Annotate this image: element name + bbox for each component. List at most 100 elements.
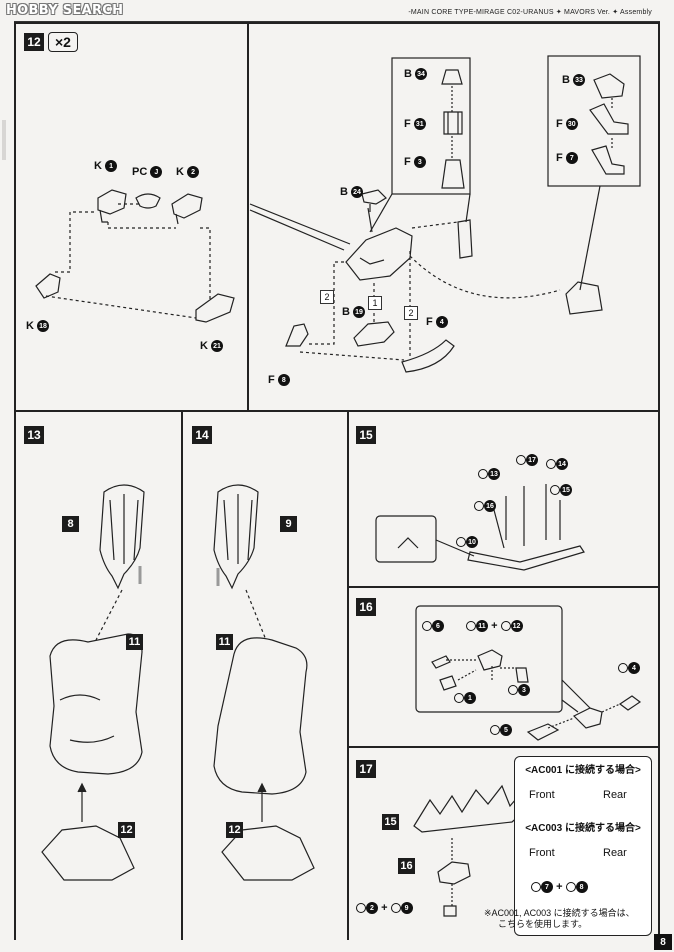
guide-to-f8 bbox=[306, 261, 344, 345]
header-rule bbox=[14, 21, 660, 22]
panel-divider-15-16 bbox=[347, 586, 660, 588]
step-16-part-6: 6 bbox=[422, 620, 444, 633]
step-15-part-14: 14 bbox=[546, 458, 568, 471]
step-17-badge: 17 bbox=[356, 760, 376, 778]
part-pcj-sketch bbox=[135, 193, 161, 209]
leader-inset-f3 bbox=[369, 193, 471, 233]
step-13-part-11: 11 bbox=[126, 634, 143, 650]
step-17-joint bbox=[443, 905, 457, 917]
step-16-badge: 16 bbox=[356, 598, 376, 616]
step-15-pins bbox=[493, 484, 561, 549]
connection-note-line2: こちらを使用します。 bbox=[498, 919, 588, 929]
panel-border-left bbox=[14, 22, 16, 940]
label-f31: F 31 bbox=[404, 118, 426, 131]
label-f7: F 7 bbox=[556, 152, 578, 165]
label-k1: K 1 bbox=[94, 160, 118, 173]
part-k18-sketch bbox=[35, 273, 61, 299]
guide-k2-k21 bbox=[200, 227, 211, 300]
step-15-base-rail bbox=[467, 545, 585, 571]
ac003-heading: <AC003 に接続する場合> bbox=[525, 823, 641, 834]
step-15-part-16: 16 bbox=[474, 500, 496, 513]
step-17-part-16: 16 bbox=[398, 858, 415, 874]
step-13-part-8: 8 bbox=[62, 516, 79, 532]
step-15-part-15: 15 bbox=[550, 484, 572, 497]
label-b24: B 24 bbox=[340, 186, 364, 199]
label-f4: F 4 bbox=[426, 316, 448, 329]
leader-inset-f7 bbox=[579, 185, 601, 291]
label-f30: F 30 bbox=[556, 118, 578, 131]
step-17-formula-left: 2 + 9 bbox=[356, 902, 413, 915]
step-16-assembly bbox=[526, 695, 642, 741]
page-number: 8 bbox=[654, 934, 672, 950]
guide-14 bbox=[245, 589, 267, 641]
label-k18: K 18 bbox=[26, 320, 50, 333]
step-14-part-11: 11 bbox=[216, 634, 233, 650]
step-16-part-11-12: 11 + 12 bbox=[466, 620, 523, 633]
leg-lower-part-11 bbox=[49, 633, 143, 775]
label-k2: K 2 bbox=[176, 166, 200, 179]
step-17-part-16 bbox=[437, 861, 471, 885]
part-b19-sketch bbox=[353, 321, 395, 347]
panel-border-top bbox=[14, 22, 660, 24]
ac001-rear: Rear bbox=[603, 789, 627, 801]
step-16-part-5: 5 bbox=[490, 724, 512, 737]
leader-15-inset bbox=[435, 539, 475, 557]
binding-edge bbox=[2, 120, 6, 160]
guide-f8-f4 bbox=[299, 351, 405, 361]
step-16-part-3 bbox=[515, 667, 529, 683]
inset-box-f7 bbox=[547, 55, 641, 187]
part-f4-sketch bbox=[401, 339, 455, 373]
leader-b24 bbox=[367, 207, 373, 233]
step-13-badge: 13 bbox=[24, 426, 44, 444]
connection-note: ※AC001, AC003 に接続する場合は、 こちらを使用します。 bbox=[484, 908, 635, 930]
part-main-body-sketch bbox=[345, 227, 413, 281]
step-16-part-1 bbox=[439, 675, 457, 691]
hobby-search-logo: HOBBY SEARCH bbox=[6, 3, 124, 18]
step-16-part-1: 1 bbox=[454, 692, 476, 705]
guide-13 bbox=[95, 589, 123, 641]
label-f8: F 8 bbox=[268, 374, 290, 387]
step-15-inset bbox=[375, 515, 437, 563]
part-k21-sketch bbox=[195, 293, 235, 323]
guide-main-to-block bbox=[409, 255, 561, 299]
connection-note-line1: ※AC001, AC003 に接続する場合は、 bbox=[484, 908, 635, 918]
part-b33-sketch bbox=[593, 73, 625, 99]
part-f31-sketch bbox=[443, 111, 463, 135]
step-17-part-15: 15 bbox=[382, 814, 399, 830]
label-b34: B 34 bbox=[404, 68, 428, 81]
step-15-badge: 15 bbox=[356, 426, 376, 444]
guide-main-to-small bbox=[411, 221, 459, 229]
label-b33: B 33 bbox=[562, 74, 586, 87]
foot-part-12 bbox=[41, 825, 135, 881]
leg-upper-part-8 bbox=[99, 484, 145, 590]
step-15-part-10: 10 bbox=[456, 536, 478, 549]
step-13-part-12: 12 bbox=[118, 822, 135, 838]
step-15-part-17: 17 bbox=[516, 454, 538, 467]
leg-lower-part-11-b bbox=[213, 637, 308, 795]
step-16-inset bbox=[415, 605, 563, 713]
panel-divider-16-17 bbox=[347, 746, 660, 748]
leg-upper-part-9 bbox=[213, 484, 259, 590]
leader-diagonal-2 bbox=[249, 209, 345, 251]
ac003-front: Front bbox=[529, 847, 555, 859]
label-b19: B 19 bbox=[342, 306, 366, 319]
panel-divider-14-15 bbox=[347, 410, 349, 940]
step-12-badge: 12 bbox=[24, 33, 44, 51]
order-mark-3: 2 bbox=[404, 306, 418, 320]
leader-diagonal bbox=[249, 203, 351, 245]
arrow-head-14 bbox=[257, 782, 267, 793]
panel-divider-12 bbox=[247, 22, 249, 410]
inset-box-f3 bbox=[391, 57, 471, 195]
panel-divider-13-14 bbox=[181, 410, 183, 940]
part-k1-sketch bbox=[97, 189, 127, 223]
label-f3: F 3 bbox=[404, 156, 426, 169]
step-17-formula-right: 7 + 8 bbox=[531, 881, 588, 894]
step-14-badge: 14 bbox=[192, 426, 212, 444]
panel-divider-h1 bbox=[14, 410, 660, 412]
step-16-part-11 bbox=[477, 649, 503, 671]
part-f3-sketch bbox=[441, 159, 465, 189]
step-17-part-15 bbox=[413, 784, 529, 833]
order-mark-2: 1 bbox=[368, 296, 382, 310]
guide-16 bbox=[446, 659, 621, 729]
